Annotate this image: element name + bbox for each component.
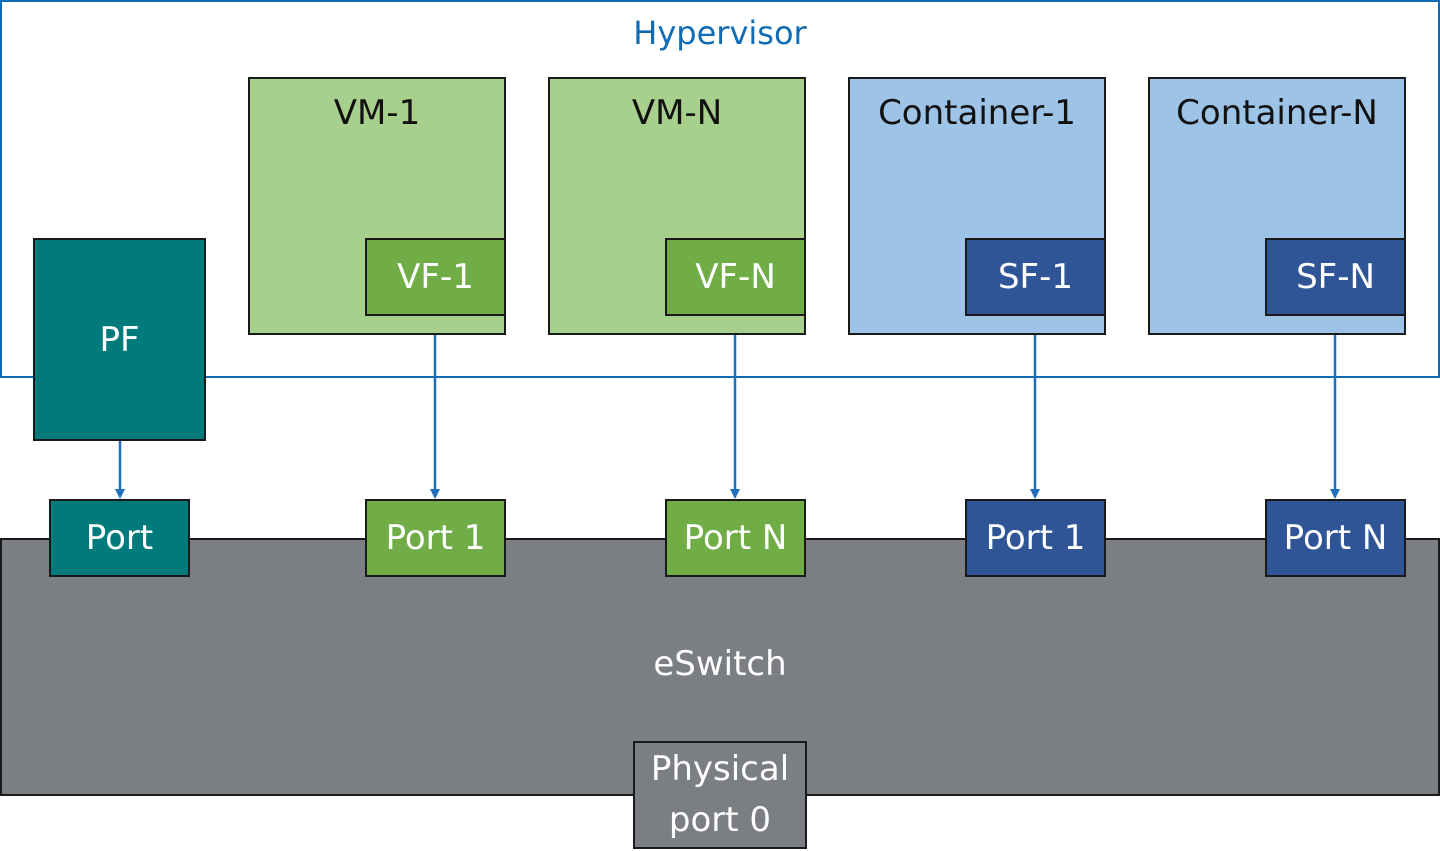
hypervisor-label: Hypervisor — [633, 14, 807, 52]
physical-port-line-2: port 0 — [668, 800, 772, 840]
pf-port: Port — [49, 499, 190, 577]
container-1-label: Container-1 — [878, 93, 1076, 133]
sf-1-box: SF-1 — [965, 238, 1106, 316]
vm-1-port: Port 1 — [365, 499, 506, 577]
pf-box: PF — [33, 238, 206, 441]
vm-n-label: VM-N — [631, 93, 723, 133]
vm-n-port: Port N — [665, 499, 806, 577]
vm-1-label: VM-1 — [333, 93, 421, 133]
sf-n-box: SF-N — [1265, 238, 1406, 316]
physical-port-0: Physical port 0 — [633, 741, 807, 849]
vf-1-box: VF-1 — [365, 238, 506, 316]
eswitch-label: eSwitch — [653, 644, 787, 684]
container-1-port: Port 1 — [965, 499, 1106, 577]
physical-port-line-1: Physical — [650, 749, 790, 789]
hypervisor-boundary — [0, 0, 1440, 378]
vf-n-box: VF-N — [665, 238, 806, 316]
container-n-label: Container-N — [1176, 93, 1378, 133]
container-n-port: Port N — [1265, 499, 1406, 577]
